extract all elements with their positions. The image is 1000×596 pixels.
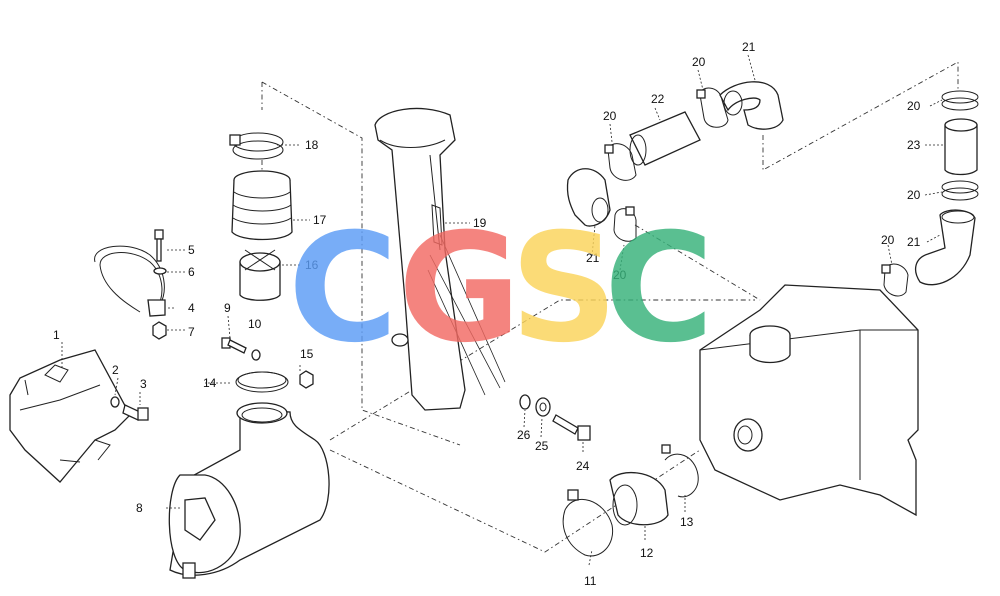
part-bolt-5 [154, 229, 164, 262]
callout-6: 6 [188, 265, 195, 279]
part-bolt-9 [221, 337, 247, 354]
callout-2: 2 [112, 363, 119, 377]
part-nut-15 [299, 370, 314, 389]
callout-17: 17 [313, 213, 327, 227]
part-washer-bolt [110, 396, 149, 421]
part-clamp-11 [562, 489, 614, 557]
part-clamp-20-b [604, 143, 637, 181]
part-air-filter-housing [168, 402, 330, 579]
callout-25: 25 [535, 439, 549, 453]
callout-21-b: 21 [586, 251, 600, 265]
callout-11: 11 [584, 574, 597, 588]
callout-4: 4 [188, 301, 195, 315]
callout-24: 24 [576, 459, 590, 473]
part-clamp-band [94, 245, 166, 317]
part-clamp-20-f [881, 263, 909, 297]
part-nut-7 [152, 321, 167, 340]
callout-20-f: 20 [881, 233, 895, 247]
callout-12: 12 [640, 546, 654, 560]
watermark-logo: C G S C [288, 202, 714, 376]
watermark-letter-1: C [288, 202, 398, 376]
part-clamp-18 [229, 132, 284, 160]
callout-20-c: 20 [613, 268, 627, 282]
callout-26: 26 [517, 428, 531, 442]
part-bolt-24 [552, 414, 591, 441]
callout-3: 3 [140, 377, 147, 391]
part-clamp-20-d [941, 90, 979, 111]
watermark-letter-3: S [510, 202, 618, 376]
part-elbow-21-c [914, 209, 976, 286]
callout-labels: 1 2 3 4 5 6 7 8 9 10 11 12 13 14 15 16 1… [53, 40, 921, 588]
part-bellows-17 [231, 170, 293, 241]
callout-13: 13 [680, 515, 694, 529]
callout-5: 5 [188, 243, 195, 257]
part-washer-26 [519, 394, 531, 410]
part-bracket-plate [9, 349, 131, 483]
callout-leader-lines [61, 54, 943, 566]
part-clamp-14 [235, 371, 289, 393]
part-clamp-20-a [696, 87, 729, 128]
callout-9: 9 [224, 301, 231, 315]
part-clamp-20-c [613, 206, 637, 242]
callout-20-d: 20 [907, 99, 921, 113]
callout-21-c: 21 [907, 235, 921, 249]
callout-21-a: 21 [742, 40, 756, 54]
part-hose-22 [629, 111, 701, 166]
part-coupler-12 [609, 471, 669, 526]
callout-14: 14 [203, 376, 217, 390]
part-valve-16 [239, 249, 281, 301]
watermark-letter-2: G [398, 202, 521, 376]
part-air-tank [699, 284, 919, 517]
callout-18: 18 [305, 138, 319, 152]
callout-8: 8 [136, 501, 143, 515]
part-elbow-21-b [566, 168, 611, 227]
callout-1: 1 [53, 328, 60, 342]
part-clamp-20-e [941, 180, 979, 201]
callout-23: 23 [907, 138, 921, 152]
callout-22: 22 [651, 92, 665, 106]
part-washer-25 [535, 397, 551, 417]
part-sleeve-23 [944, 118, 978, 176]
assembly-dash-lines [261, 61, 959, 553]
callout-20-e: 20 [907, 188, 921, 202]
callout-20-a: 20 [692, 55, 706, 69]
callout-7: 7 [188, 325, 195, 339]
part-washer-10 [251, 349, 261, 361]
part-washer-6 [153, 267, 167, 275]
callout-20-b: 20 [603, 109, 617, 123]
part-intake-tower-19 [374, 107, 506, 411]
part-elbow-21-a [719, 81, 784, 130]
watermark-letter-4: C [604, 202, 714, 376]
callout-15: 15 [300, 347, 314, 361]
callout-19: 19 [473, 216, 487, 230]
callout-10: 10 [248, 317, 262, 331]
part-clamp-13 [661, 444, 699, 498]
callout-16: 16 [305, 258, 319, 272]
